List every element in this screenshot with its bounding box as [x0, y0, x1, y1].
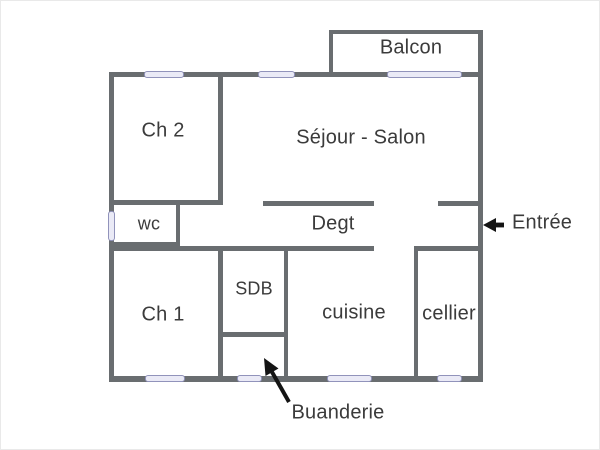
wall-ch2-bottom	[109, 200, 223, 205]
room-label-cellier: cellier	[422, 302, 476, 325]
wall-outer-top	[109, 72, 483, 77]
room-label-ch1: Ch 1	[141, 303, 185, 326]
room-label-ch2: Ch 2	[141, 119, 185, 142]
window-marker-wc-left	[108, 211, 115, 241]
room-label-cuisine: cuisine	[322, 301, 386, 324]
buanderie-arrow-icon	[264, 358, 291, 403]
wall-cellier-top	[414, 246, 483, 251]
wall-sejour-bottom-right	[438, 201, 483, 206]
wall-ch1-right	[218, 246, 223, 382]
wall-balcon-top	[329, 30, 482, 34]
window-marker-ch2-top	[144, 71, 184, 78]
window-marker-buanderie-bottom	[237, 375, 262, 382]
window-marker-balcon-bottom	[387, 71, 462, 78]
wall-cellier-left	[414, 246, 418, 382]
wall-sejour-bottom-left	[263, 201, 374, 206]
window-marker-cellier-bottom	[437, 375, 462, 382]
wall-outer-right	[478, 30, 483, 382]
window-marker-sejour-top	[258, 71, 295, 78]
wall-sdb-right	[284, 246, 288, 382]
annotation-label-buanderie: Buanderie	[291, 401, 385, 424]
wall-degt-bottom	[109, 246, 374, 251]
room-label-sejour: Séjour - Salon	[296, 126, 426, 149]
room-label-sdb: SDB	[235, 278, 273, 299]
wall-ch2-right	[218, 72, 223, 205]
entree-arrow-icon	[483, 218, 504, 232]
wall-sdb-bottom	[219, 332, 288, 337]
room-label-wc: wc	[137, 213, 161, 234]
room-label-balcon: Balcon	[379, 36, 443, 59]
annotation-label-entree: Entrée	[512, 211, 573, 234]
window-marker-cuisine-bottom	[327, 375, 372, 382]
wall-outer-bottom	[109, 376, 483, 382]
wall-balcon-left	[329, 30, 333, 76]
room-label-degt: Degt	[311, 212, 355, 235]
wall-wc-right	[176, 200, 180, 247]
window-marker-ch1-bottom	[145, 375, 185, 382]
wall-wc-bottom	[109, 242, 180, 247]
